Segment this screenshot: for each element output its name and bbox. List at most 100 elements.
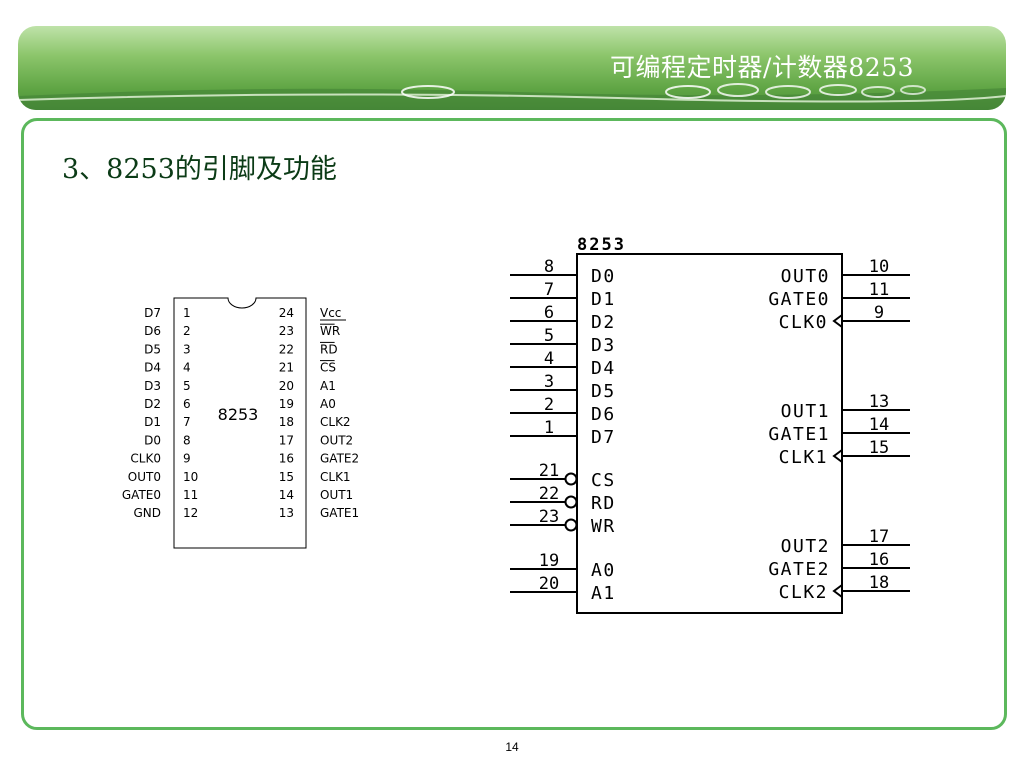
dip-pin-number-23: 23 xyxy=(279,324,294,338)
logic-pin-name-14: GATE1 xyxy=(768,424,830,445)
logic-pin-name-8: D0 xyxy=(591,266,616,287)
logic-pin-name-3: D5 xyxy=(591,381,616,402)
dip-pin-number-20: 20 xyxy=(279,379,294,393)
logic-pin-name-15: CLK1 xyxy=(779,447,828,468)
dip-pin-number-16: 16 xyxy=(279,452,294,466)
dip-pin-number-10: 10 xyxy=(183,470,198,484)
logic-inversion-bubble-23 xyxy=(564,518,578,532)
dip-pin-name-14: OUT1 xyxy=(320,488,353,502)
dip-pin-name-15: CLK1 xyxy=(320,470,351,484)
logic-clock-marker-18 xyxy=(832,584,843,598)
header-banner: 可编程定时器/计数器8253 xyxy=(18,26,1006,110)
logic-pin-number-21: 21 xyxy=(539,461,559,481)
section-heading: 3、8253的引脚及功能 xyxy=(62,154,337,185)
logic-pin-number-13: 13 xyxy=(869,392,889,412)
dip-pin-name-16: GATE2 xyxy=(320,452,359,466)
logic-chip-label: 8253 xyxy=(577,235,626,255)
dip-pin-name-1: D7 xyxy=(144,306,161,320)
dip-pin-number-24: 24 xyxy=(279,306,294,320)
dip-pin-name-3: D5 xyxy=(144,342,161,356)
dip-pin-number-5: 5 xyxy=(183,379,191,393)
logic-pin-name-13: OUT1 xyxy=(781,401,830,422)
logic-pin-number-20: 20 xyxy=(539,574,559,594)
dip-pin-number-11: 11 xyxy=(183,488,198,502)
logic-pin-number-3: 3 xyxy=(544,372,554,392)
dip-pin-name-9: CLK0 xyxy=(130,452,161,466)
logic-pin-name-19: A0 xyxy=(591,560,616,581)
logic-right-pins: 10OUT011GATE09CLK013OUT114GATE115CLK117O… xyxy=(768,257,910,603)
logic-pin-number-22: 22 xyxy=(539,484,559,504)
dip-pin-number-21: 21 xyxy=(279,361,294,375)
dip-pin-number-1: 1 xyxy=(183,306,191,320)
logic-pin-name-1: D7 xyxy=(591,427,616,448)
dip-pin-name-20: A1 xyxy=(320,379,336,393)
logic-pin-number-2: 2 xyxy=(544,395,554,415)
dip-pin-name-13: GATE1 xyxy=(320,506,359,520)
logic-pin-name-9: CLK0 xyxy=(779,312,828,333)
logic-pin-number-14: 14 xyxy=(869,415,889,435)
dip-pin-number-4: 4 xyxy=(183,361,191,375)
logic-inversion-bubble-21 xyxy=(564,472,578,486)
logic-pin-name-6: D2 xyxy=(591,312,616,333)
dip-body-outline xyxy=(173,297,307,549)
logic-pin-number-7: 7 xyxy=(544,280,554,300)
logic-pin-number-18: 18 xyxy=(869,573,889,593)
dip-pin-number-15: 15 xyxy=(279,470,294,484)
dip-pin-name-19: A0 xyxy=(320,397,336,411)
dip-pin-name-22: RD xyxy=(320,342,338,356)
dip-pin-name-10: OUT0 xyxy=(128,470,161,484)
dip-pin-number-2: 2 xyxy=(183,324,191,338)
dip-pin-name-21: CS xyxy=(320,361,336,375)
logic-pin-name-16: GATE2 xyxy=(768,559,830,580)
dip-pin-number-17: 17 xyxy=(279,433,294,447)
dip-pin-number-9: 9 xyxy=(183,452,191,466)
dip-pin-number-18: 18 xyxy=(279,415,294,429)
logic-pin-name-11: GATE0 xyxy=(768,289,830,310)
logic-pin-number-15: 15 xyxy=(869,438,889,458)
dip-pin-name-11: GATE0 xyxy=(122,488,161,502)
logic-clock-marker-9 xyxy=(832,314,843,328)
dip-pin-name-8: D0 xyxy=(144,433,161,447)
logic-pin-name-22: RD xyxy=(591,493,616,514)
dip-pin-number-12: 12 xyxy=(183,506,198,520)
logic-pin-number-5: 5 xyxy=(544,326,554,346)
logic-pin-name-18: CLK2 xyxy=(779,582,828,603)
logic-pin-name-17: OUT2 xyxy=(781,536,830,557)
logic-pin-name-10: OUT0 xyxy=(781,266,830,287)
dip-pin-number-6: 6 xyxy=(183,397,191,411)
dip-pin-number-14: 14 xyxy=(279,488,294,502)
dip-pin-name-7: D1 xyxy=(144,415,161,429)
logic-pin-number-16: 16 xyxy=(869,550,889,570)
logic-pin-number-4: 4 xyxy=(544,349,554,369)
dip-pin-name-23: WR xyxy=(320,324,340,338)
dip-pin-number-22: 22 xyxy=(279,342,294,356)
logic-pin-number-11: 11 xyxy=(869,280,889,300)
dip-pin-number-13: 13 xyxy=(279,506,294,520)
dip-pin-name-4: D4 xyxy=(144,361,161,375)
logic-pin-name-5: D3 xyxy=(591,335,616,356)
dip-pin-name-6: D2 xyxy=(144,397,161,411)
logic-pin-number-23: 23 xyxy=(539,507,559,527)
dip-pin-name-12: GND xyxy=(133,506,161,520)
logic-pin-name-20: A1 xyxy=(591,583,616,604)
dip-pin-number-19: 19 xyxy=(279,397,294,411)
logic-pin-number-6: 6 xyxy=(544,303,554,323)
dip-pin-name-2: D6 xyxy=(144,324,161,338)
dip-pin-name-18: CLK2 xyxy=(320,415,351,429)
logic-pin-number-1: 1 xyxy=(544,418,554,438)
logic-pin-name-7: D1 xyxy=(591,289,616,310)
logic-pin-number-8: 8 xyxy=(544,257,554,277)
dip-chip-label: 8253 xyxy=(218,405,259,424)
logic-pin-name-21: CS xyxy=(591,470,616,491)
slide-title: 可编程定时器/计数器8253 xyxy=(609,53,914,82)
water-droplet-decoration xyxy=(18,83,1006,110)
logic-pin-name-2: D6 xyxy=(591,404,616,425)
dip-pin-name-24: Vcc xyxy=(320,306,341,320)
dip-pin-name-17: OUT2 xyxy=(320,433,353,447)
logic-inversion-bubble-22 xyxy=(564,495,578,509)
logic-pin-number-10: 10 xyxy=(869,257,889,277)
